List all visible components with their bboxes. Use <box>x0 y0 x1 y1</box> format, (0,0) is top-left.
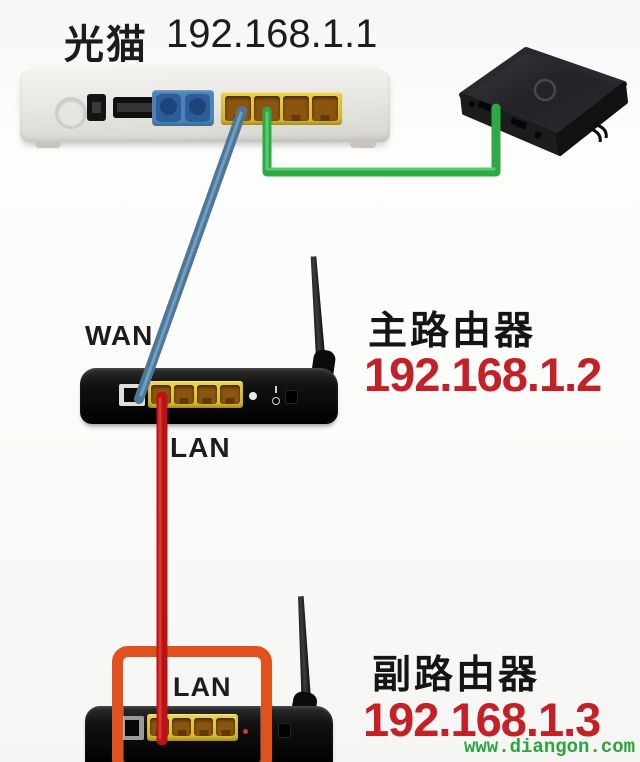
modem-lan-ports-panel <box>221 92 342 125</box>
ethernet-port <box>151 385 171 404</box>
main-router-lan-panel <box>148 381 243 408</box>
secondary-router-wan-port <box>120 716 144 740</box>
status-led <box>243 729 248 734</box>
tv-set-top-box <box>459 47 628 156</box>
main-router-button <box>249 392 257 400</box>
phone-port <box>156 94 181 122</box>
modem-round-button <box>55 97 87 129</box>
secondary-router-ip: 192.168.1.3 <box>363 693 601 746</box>
modem-title-ip: 192.168.1.1 <box>166 12 378 56</box>
main-router-ip: 192.168.1.2 <box>364 348 602 401</box>
main-router-name: 主路由器 <box>368 310 537 353</box>
ethernet-port <box>172 718 191 736</box>
main-router-lan-label: LAN <box>170 432 231 463</box>
ethernet-port <box>225 96 251 121</box>
watermark: www.diangon.com <box>464 736 636 758</box>
ethernet-port <box>194 718 213 736</box>
secondary-router-name: 副路由器 <box>372 654 541 697</box>
ethernet-port <box>197 385 217 404</box>
tvbox-audio-jack <box>469 101 475 107</box>
main-router-power-jack <box>285 390 298 404</box>
power-off-mark <box>272 397 280 405</box>
secondary-router-power-jack <box>278 723 291 738</box>
cable-modem-to-main-router-wan <box>134 106 247 404</box>
secondary-router-lan-label: LAN <box>173 672 232 702</box>
ethernet-port <box>254 96 280 121</box>
ethernet-port <box>220 385 240 404</box>
tvbox-side-face <box>556 82 628 156</box>
tvbox-vents <box>587 122 608 143</box>
tvbox-logo <box>533 78 557 102</box>
cable-blue-highlight <box>139 111 243 397</box>
power-on-mark <box>275 386 277 393</box>
modem-title: 光猫 192.168.1.1 <box>64 12 377 70</box>
ethernet-port <box>312 96 338 121</box>
tvbox-power-jack <box>534 131 542 139</box>
modem-phone-ports-panel <box>152 90 214 126</box>
ethernet-port <box>174 385 194 404</box>
phone-port <box>185 94 210 122</box>
tvbox-usb-port <box>510 117 528 130</box>
ethernet-port <box>216 718 235 736</box>
modem-foot <box>35 141 61 148</box>
wan-label: WAN <box>85 320 154 351</box>
modem-power-port <box>87 94 106 121</box>
modem-title-label: 光猫 <box>64 23 148 67</box>
main-router-wan-port <box>119 384 145 406</box>
ethernet-port <box>283 96 309 121</box>
lan-highlight-box <box>112 646 272 762</box>
modem-foot <box>350 141 376 148</box>
